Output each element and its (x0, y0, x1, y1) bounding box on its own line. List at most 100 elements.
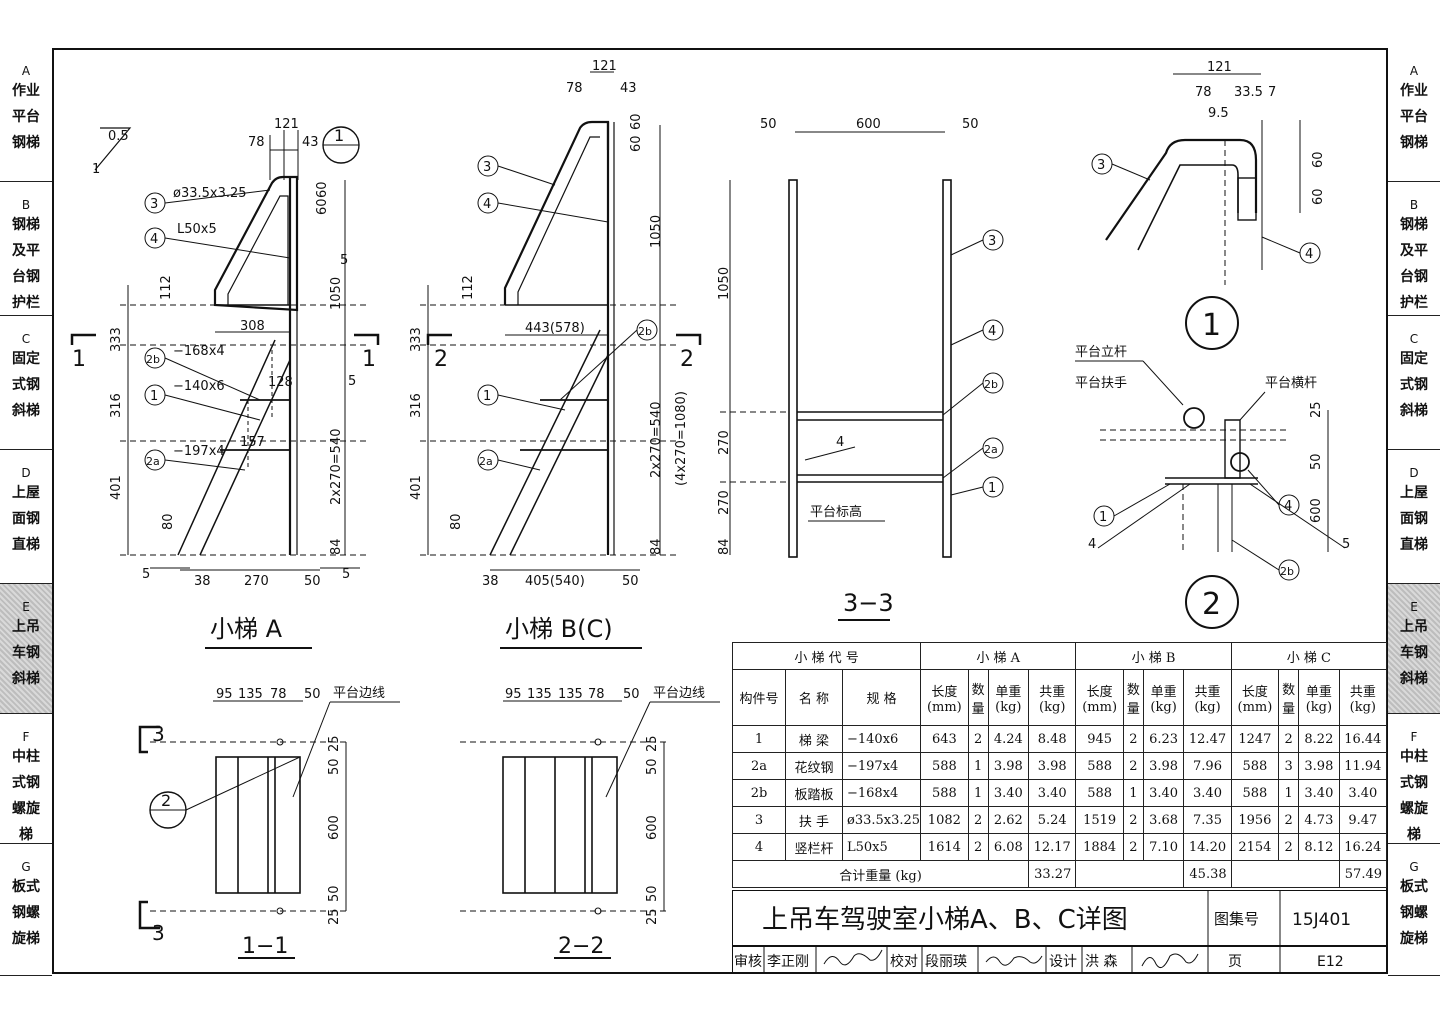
designer-signature (1141, 953, 1199, 969)
signature-row: 审核 李正刚 校对 段丽瑛 设计 洪 森 页 E12 (732, 946, 1387, 974)
th-len: 长度(mm) (1230, 669, 1280, 726)
tab-line: 式钢 (1400, 377, 1428, 393)
section-2-right: 2 (680, 347, 694, 372)
ladder-a-elevation: 0.5 1 78 121 43 1 112 333 31 (70, 117, 380, 649)
label-platform-bar: 平台横杆 (1265, 376, 1317, 391)
cell-a-2: 2.62 (987, 806, 1030, 834)
dim-33-600: 600 (856, 117, 881, 132)
callout-33-4: 4 (988, 324, 996, 339)
th-group-a: 小 梯 A (920, 642, 1077, 670)
dim-22-25a: 25 (645, 735, 660, 752)
cell-b-1: 1 (1122, 779, 1144, 807)
cell-a-0: 588 (920, 752, 969, 780)
cell-c-3: 9.47 (1338, 806, 1388, 834)
total-a: 33.27 (1028, 860, 1077, 888)
cell-c-2: 3.98 (1298, 752, 1340, 780)
label-tube: ø33.5x3.25 (173, 186, 247, 201)
dim-22-25b: 25 (645, 908, 660, 925)
dim-bc-43: 43 (620, 81, 637, 96)
th-len: 长度(mm) (920, 669, 969, 726)
tab-line: 及平 (12, 243, 40, 259)
th-qty: 数量 (1278, 669, 1300, 726)
ladder-bc-elevation: 78 121 43 112 333 316 401 80 443(578) 60… (409, 59, 702, 649)
dim-a-1050: 1050 (329, 277, 344, 310)
cell-a-3: 5.24 (1028, 806, 1077, 834)
callout-bc-4: 4 (483, 197, 491, 212)
cell-b-2: 3.68 (1142, 806, 1185, 834)
tab-line: 直梯 (12, 537, 40, 553)
callout-bc-2b: 2b (638, 325, 652, 338)
dim-a-43: 43 (302, 135, 319, 150)
cell-c-0: 1956 (1230, 806, 1280, 834)
detail-1: 121 78 33.5 7 9.5 60 60 3 4 1 (1091, 60, 1326, 350)
detail-ref-a: 1 (334, 126, 344, 145)
dim-bc-540: 2x270=540 (649, 402, 664, 478)
callout-a-3: 3 (150, 197, 158, 212)
dim-a-112: 112 (159, 275, 174, 300)
callout-a-2a: 2a (146, 455, 160, 468)
tab-code: F (1410, 730, 1418, 744)
dim-a-128: 128 (268, 375, 293, 390)
dim-33-50b: 50 (962, 117, 979, 132)
cell-a-3: 3.98 (1028, 752, 1077, 780)
tab-code: F (22, 730, 30, 744)
tab-code: A (1409, 64, 1419, 78)
tab-line: 中柱 (1400, 749, 1428, 765)
drawing-title: 上吊车驾驶室小梯A、B、C详图 (762, 905, 1128, 935)
note-platform-level: 平台标高 (810, 504, 862, 520)
cell-a-1: 1 (967, 752, 989, 780)
cell-b-0: 1884 (1075, 833, 1124, 861)
atlas-no: 15J401 (1292, 910, 1351, 930)
dim-a-333: 333 (109, 327, 124, 352)
th-group-c: 小 梯 C (1230, 642, 1388, 670)
dim-a-308: 308 (240, 319, 265, 334)
tab-line: 钢梯 (12, 135, 40, 151)
tab-code: G (21, 860, 31, 874)
cell-a-1: 2 (967, 833, 989, 861)
dim-d2-50: 50 (1309, 453, 1324, 470)
dim-22-50b: 50 (645, 885, 660, 902)
dim-11-600: 600 (327, 815, 342, 840)
label-platform-rail: 平台扶手 (1075, 376, 1127, 391)
cell-a-3: 3.40 (1028, 779, 1077, 807)
tab-line: 作业 (12, 83, 40, 99)
cell-c-0: 1247 (1230, 725, 1280, 753)
cell-b-3: 14.20 (1183, 833, 1232, 861)
tab-line: 钢梯 (12, 217, 40, 233)
callout-33-3: 3 (988, 234, 996, 249)
th-total: 共重(kg) (1028, 669, 1077, 726)
label-1: −140x6 (173, 379, 225, 394)
dim-bc-401: 401 (409, 475, 424, 500)
dim-d1-335: 33.5 (1234, 85, 1263, 100)
callout-d2-1: 1 (1099, 510, 1107, 525)
title-block: 上吊车驾驶室小梯A、B、C详图 图集号 15J401 (732, 890, 1387, 946)
design-label: 设计 (1049, 954, 1077, 970)
cell-b-0: 588 (1075, 779, 1124, 807)
page-no: E12 (1317, 954, 1344, 970)
slope-side: 1 (92, 162, 100, 177)
tab-line: 梯 (19, 827, 33, 843)
cell-c-2: 8.22 (1298, 725, 1340, 753)
tab-line: 台钢 (1400, 269, 1428, 285)
dim-bc-50: 50 (622, 574, 639, 589)
tab-line: 斜梯 (1400, 403, 1428, 419)
tab-line: 固定 (1400, 351, 1428, 367)
callout-bc-3: 3 (483, 160, 491, 175)
edge-line-22: 平台边线 (653, 686, 705, 701)
